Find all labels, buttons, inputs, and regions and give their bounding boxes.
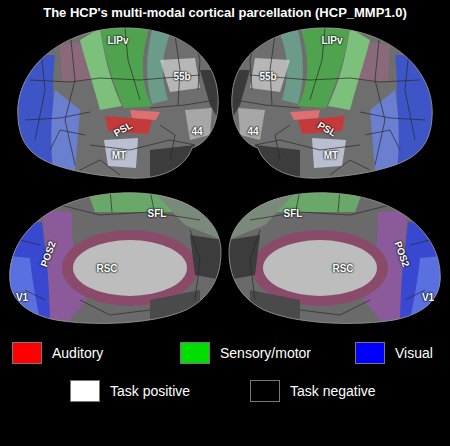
region-label: LIPv	[321, 35, 342, 46]
legend-swatch	[70, 380, 100, 402]
title: The HCP's multi-modal cortical parcellat…	[0, 5, 450, 20]
region-label: 44	[191, 126, 202, 137]
region-label: V1	[16, 292, 28, 303]
region-label: 55b	[259, 71, 276, 82]
region-label: LIPv	[107, 35, 128, 46]
legend-swatch	[180, 342, 210, 364]
region-label: RSC	[96, 263, 117, 274]
region-label: 44	[247, 126, 258, 137]
legend-text: Visual	[395, 345, 433, 361]
region-label: 55b	[173, 71, 190, 82]
legend-text: Auditory	[52, 345, 103, 361]
region-label: SFL	[284, 208, 303, 219]
region-label: RSC	[332, 263, 353, 274]
region-label: MT	[324, 150, 338, 161]
legend-text: Task negative	[290, 383, 376, 399]
legend-swatch	[12, 342, 42, 364]
legend-swatch	[355, 342, 385, 364]
legend-swatch	[250, 380, 280, 402]
region-label: SFL	[148, 208, 167, 219]
legend-text: Task positive	[110, 383, 190, 399]
region-label: V1	[422, 292, 434, 303]
region-label: MT	[112, 150, 126, 161]
legend-text: Sensory/motor	[220, 345, 311, 361]
